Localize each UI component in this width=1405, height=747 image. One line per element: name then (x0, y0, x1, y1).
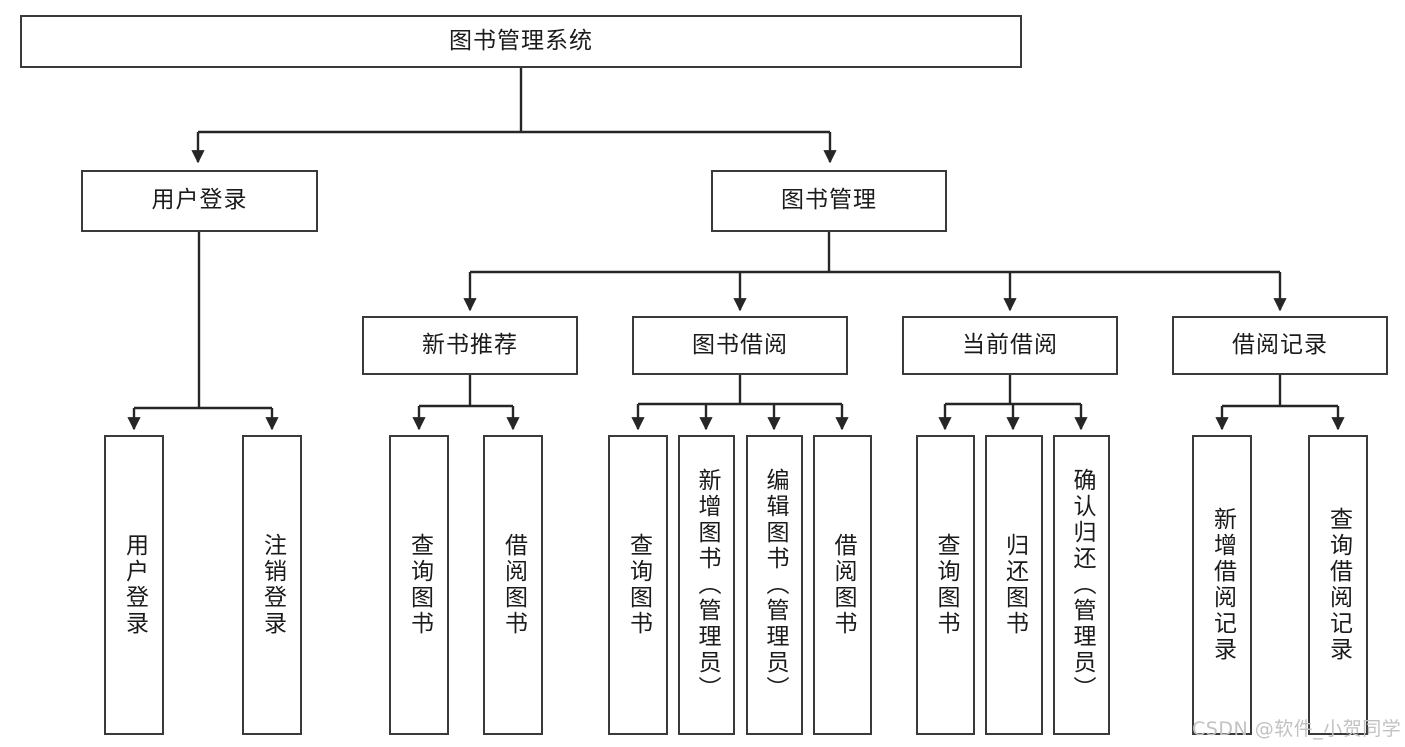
csdn-watermark: CSDN @软件_小贺同学 (1192, 718, 1402, 740)
leaf-user-login-label: 用户登录 (121, 533, 148, 637)
leaf-newbook-borrow-book-label: 借阅图书 (500, 533, 527, 637)
node-book-management-label: 图书管理 (781, 187, 877, 214)
leaf-record-add-label: 新增借阅记录 (1209, 507, 1236, 663)
node-current-borrow-label: 当前借阅 (962, 331, 1058, 358)
leaf-borrow-add-book-admin[interactable]: 新增图书（管理员） (678, 435, 735, 735)
leaf-borrow-query-book-label: 查询图书 (625, 533, 652, 637)
leaf-record-add[interactable]: 新增借阅记录 (1192, 435, 1252, 735)
leaf-newbook-query-book-label: 查询图书 (406, 533, 433, 637)
leaf-borrow-borrow-book-label: 借阅图书 (830, 533, 857, 637)
node-user-login[interactable]: 用户登录 (81, 170, 318, 232)
leaf-record-query[interactable]: 查询借阅记录 (1308, 435, 1368, 735)
leaf-record-query-label: 查询借阅记录 (1325, 507, 1352, 663)
node-book-management[interactable]: 图书管理 (711, 170, 947, 232)
leaf-user-login[interactable]: 用户登录 (104, 435, 164, 735)
leaf-current-return-book[interactable]: 归还图书 (985, 435, 1043, 735)
node-root-label: 图书管理系统 (449, 27, 593, 54)
leaf-borrow-add-book-admin-label: 新增图书（管理员） (694, 468, 721, 702)
leaf-user-logout-label: 注销登录 (259, 533, 286, 637)
node-current-borrow[interactable]: 当前借阅 (902, 316, 1118, 375)
leaf-borrow-edit-book-admin-label: 编辑图书（管理员） (762, 468, 789, 702)
node-root[interactable]: 图书管理系统 (20, 15, 1022, 68)
node-user-login-label: 用户登录 (151, 187, 248, 214)
leaf-newbook-borrow-book[interactable]: 借阅图书 (483, 435, 543, 735)
leaf-borrow-edit-book-admin[interactable]: 编辑图书（管理员） (746, 435, 803, 735)
leaf-current-query-book[interactable]: 查询图书 (916, 435, 975, 735)
leaf-current-confirm-return-admin[interactable]: 确认归还（管理员） (1053, 435, 1110, 735)
leaf-borrow-borrow-book[interactable]: 借阅图书 (813, 435, 872, 735)
leaf-borrow-query-book[interactable]: 查询图书 (608, 435, 668, 735)
node-book-borrow[interactable]: 图书借阅 (632, 316, 848, 375)
node-borrow-record[interactable]: 借阅记录 (1172, 316, 1388, 375)
leaf-current-return-book-label: 归还图书 (1001, 533, 1028, 637)
leaf-newbook-query-book[interactable]: 查询图书 (389, 435, 449, 735)
node-book-borrow-label: 图书借阅 (692, 331, 788, 358)
leaf-current-query-book-label: 查询图书 (933, 533, 960, 637)
leaf-user-logout[interactable]: 注销登录 (242, 435, 302, 735)
leaf-current-confirm-return-admin-label: 确认归还（管理员） (1069, 468, 1096, 702)
node-new-book-recommend-label: 新书推荐 (422, 331, 518, 358)
node-borrow-record-label: 借阅记录 (1232, 331, 1328, 358)
node-new-book-recommend[interactable]: 新书推荐 (362, 316, 578, 375)
